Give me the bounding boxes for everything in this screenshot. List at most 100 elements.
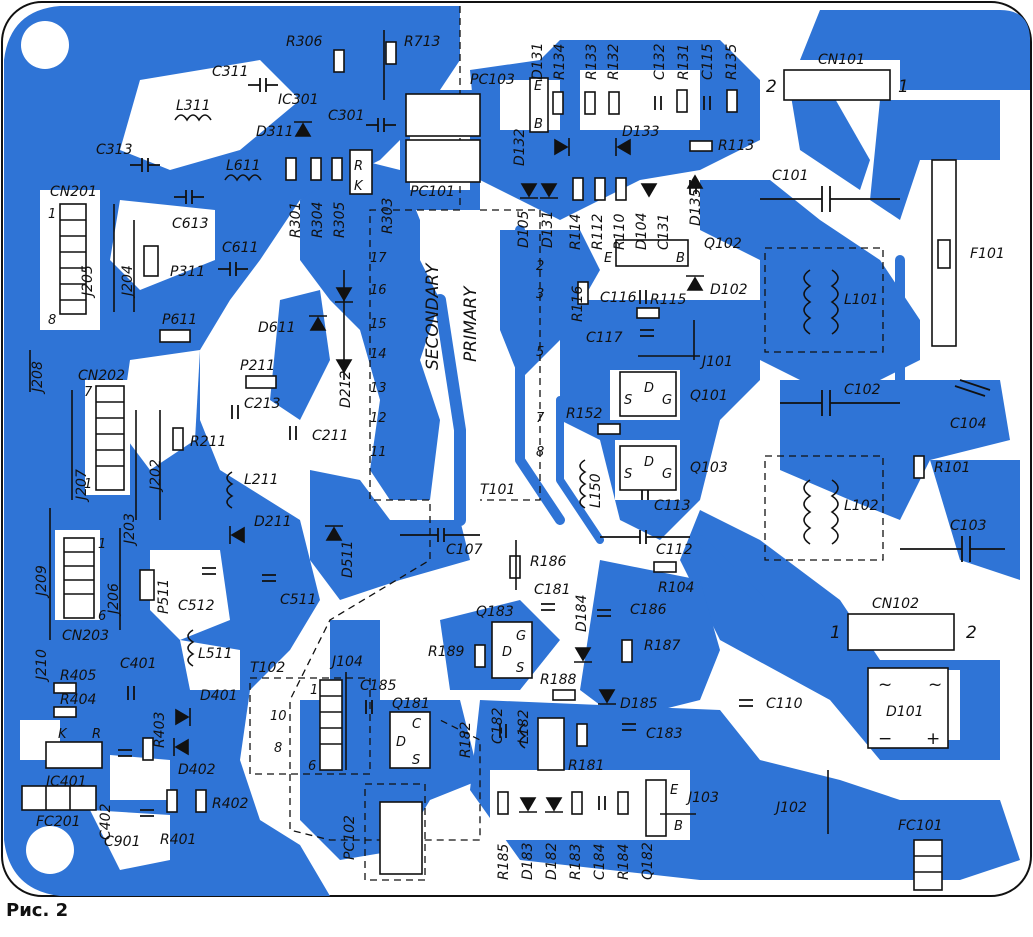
label-C186: C186 (630, 602, 667, 618)
resistor-horizontal-set (53, 140, 713, 718)
label-P211: P211 (240, 358, 275, 374)
label-R134: R134 (552, 44, 568, 80)
pin-q101-d: D (644, 381, 654, 396)
pin-d101-ac1: ~ (878, 675, 892, 695)
pin-q101-g: G (662, 393, 672, 408)
label-R404: R404 (60, 692, 96, 708)
label-J205: J205 (80, 265, 96, 299)
label-CN101: CN101 (818, 52, 865, 68)
label-R116: R116 (570, 285, 586, 322)
label-P611: P611 (162, 312, 197, 328)
label-D183: D183 (520, 842, 536, 880)
label-C512: C512 (178, 598, 215, 614)
label-PC103: PC103 (470, 72, 515, 88)
label-P511: P511 (156, 579, 172, 614)
label-R301: R301 (288, 202, 304, 238)
label-CN201: CN201 (50, 184, 97, 200)
pin-t101-2: 2 (536, 259, 544, 274)
jumper-lines (29, 30, 829, 834)
label-R187: R187 (644, 638, 681, 654)
label-cn102-pin-2: 2 (966, 623, 977, 643)
pin-q101-s: S (624, 393, 632, 408)
label-R188: R188 (540, 672, 577, 688)
label-D185: D185 (620, 696, 658, 712)
pin-cn202-1: 1 (84, 477, 92, 492)
label-FC201: FC201 (36, 814, 81, 830)
resistor-vertical-set (142, 41, 925, 815)
pin-t101-3: 3 (536, 287, 544, 302)
label-cn101-pin-1: 1 (898, 77, 909, 97)
label-L611: L611 (226, 158, 261, 174)
label-C511: C511 (280, 592, 317, 608)
label-R112: R112 (590, 213, 606, 250)
label-C116: C116 (600, 290, 637, 306)
label-C184: C184 (592, 844, 608, 881)
pin-q183-s: S (516, 661, 524, 676)
pin-t101-12: 12 (370, 411, 387, 426)
pin-pc-r: R (354, 159, 363, 174)
inductor-set (174, 114, 839, 749)
label-IC301: IC301 (278, 92, 319, 108)
pin-q-b-1: B (534, 117, 543, 132)
label-C112: C112 (656, 542, 693, 558)
label-D105: D105 (516, 210, 532, 248)
label-D401: D401 (200, 688, 238, 704)
label-D511: D511 (340, 540, 356, 578)
label-R113: R113 (718, 138, 754, 154)
label-D132: D132 (512, 128, 528, 166)
label-C104: C104 (950, 416, 987, 432)
label-C103: C103 (950, 518, 987, 534)
label-R132: R132 (606, 43, 622, 80)
pin-ic401-k: K (58, 727, 68, 742)
label-C402: C402 (98, 803, 114, 840)
label-cn101-pin-2: 2 (766, 77, 777, 97)
pin-t101-7: 7 (536, 411, 545, 426)
label-layer: R306 R713 C311 L311 IC301 C301 D311 C313… (30, 34, 1005, 880)
pcb-board: R306 R713 C311 L311 IC301 C301 D311 C313… (1, 1, 1032, 897)
pin-t101-17: 17 (370, 251, 387, 266)
label-R152: R152 (566, 406, 603, 422)
label-C183: C183 (646, 726, 683, 742)
label-C107: C107 (446, 542, 483, 558)
label-R182: R182 (458, 721, 474, 758)
label-R402: R402 (212, 796, 249, 812)
pin-q181-c: C (412, 717, 422, 732)
label-L150: L150 (588, 473, 604, 508)
label-R184: R184 (616, 844, 632, 880)
label-L182: L182 (516, 709, 532, 744)
label-C311: C311 (212, 64, 249, 80)
pin-cn203-6: 6 (98, 609, 106, 624)
pin-cn203-1: 1 (98, 537, 106, 552)
label-C213: C213 (244, 396, 281, 412)
label-D182: D182 (544, 842, 560, 880)
pin-q181-d: D (396, 735, 406, 750)
pin-q103-s: S (624, 467, 632, 482)
label-D311: D311 (256, 124, 294, 140)
label-R115: R115 (650, 292, 687, 308)
label-T101: T101 (480, 482, 515, 498)
pin-t101-8: 8 (536, 445, 544, 460)
label-L311: L311 (176, 98, 211, 114)
label-R303: R303 (380, 198, 396, 234)
label-C611: C611 (222, 240, 259, 256)
label-D212: D212 (338, 370, 354, 408)
label-C182: C182 (490, 707, 506, 744)
label-C117: C117 (586, 330, 623, 346)
pin-t101-15: 15 (370, 317, 387, 332)
label-R189: R189 (428, 644, 465, 660)
pin-q-e-1: E (534, 79, 543, 94)
label-CN202: CN202 (78, 368, 125, 384)
label-J210: J210 (34, 649, 50, 683)
label-D135: D135 (688, 188, 704, 226)
label-D101: D101 (886, 704, 924, 720)
label-R131: R131 (676, 44, 692, 80)
label-PC102: PC102 (342, 815, 358, 860)
pin-d101-plus: + (926, 729, 940, 749)
pin-q-e-2: E (604, 251, 613, 266)
pin-cn201-1: 1 (48, 207, 56, 222)
label-J208: J208 (30, 361, 46, 395)
label-primary: PRIMARY (461, 285, 481, 362)
pin-cn202-7: 7 (84, 385, 93, 400)
label-C301: C301 (328, 108, 365, 124)
figure-caption: Рис. 2 (6, 900, 69, 921)
